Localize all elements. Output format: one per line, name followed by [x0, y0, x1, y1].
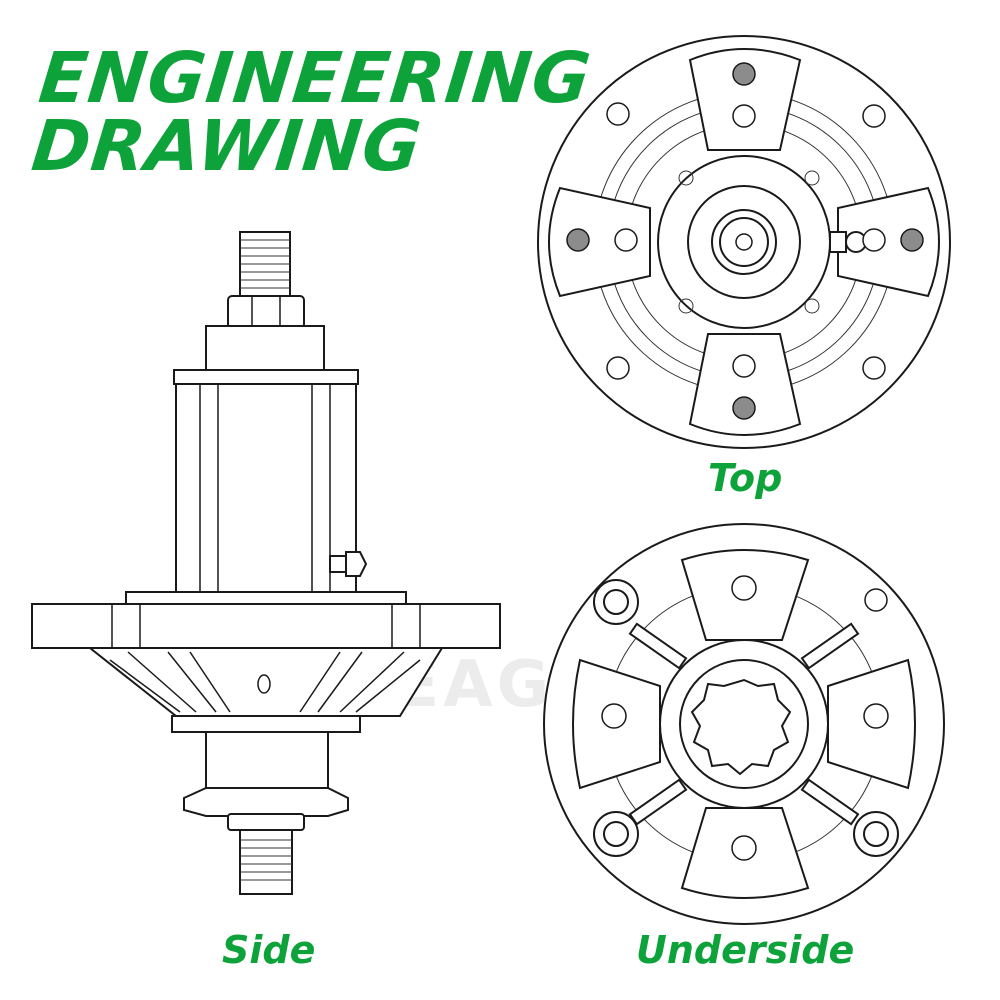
top-view-drawing — [537, 35, 951, 449]
side-view-drawing — [31, 231, 501, 895]
caption-top-view: Top — [708, 456, 783, 500]
caption-side-view: Side — [222, 928, 316, 972]
caption-underside-view: Underside — [636, 928, 855, 972]
underside-view-drawing — [543, 523, 945, 925]
